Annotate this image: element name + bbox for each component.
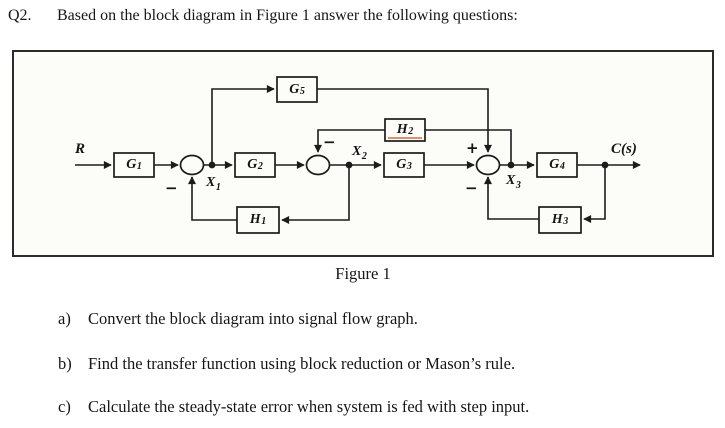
output-to-h3-feedback — [583, 165, 606, 223]
block-g1-box — [113, 152, 155, 178]
node-output-dot — [601, 161, 609, 169]
node-x2-label: X2 — [352, 144, 367, 162]
output-signal-label: C(s) — [611, 141, 637, 157]
x3-to-h2-feedback — [425, 129, 512, 165]
junction3-minus-sign: − — [465, 179, 478, 197]
sub-question-a: a) Convert the block diagram into signal… — [58, 309, 418, 329]
junction3-plus-sign: + — [466, 139, 479, 157]
question-intro-text: Based on the block diagram in Figure 1 a… — [57, 7, 518, 24]
junction1-minus-sign: − — [165, 179, 178, 197]
summing-junction-2 — [305, 154, 331, 176]
block-h2-box — [384, 118, 426, 142]
node-x2-dot — [345, 161, 353, 169]
figure-caption: Figure 1 — [335, 264, 391, 283]
block-g4-box — [536, 152, 578, 178]
sub-question-b-label: b) — [58, 354, 72, 373]
question-number: Q2. — [8, 7, 32, 24]
h3-to-junction3-feedback — [484, 176, 539, 220]
node-x1-dot — [208, 161, 216, 169]
signal-lines — [75, 85, 641, 224]
node-x1-label: X1 — [206, 175, 221, 193]
block-g5-box — [276, 76, 318, 103]
sub-question-a-label: a) — [58, 309, 71, 328]
summing-junction-3 — [475, 154, 501, 176]
node-x3-label: X3 — [506, 173, 521, 191]
block-diagram-svg — [75, 76, 641, 234]
sub-question-a-text: Convert the block diagram into signal fl… — [88, 309, 418, 328]
input-signal-label: R — [75, 141, 86, 157]
h1-to-junction1-feedback — [188, 176, 237, 221]
summing-junction-1 — [179, 154, 205, 176]
block-g2-box — [234, 152, 276, 178]
block-h3-box — [538, 206, 582, 234]
x2-to-h1-feedback — [281, 165, 350, 224]
block-g3-box — [383, 152, 425, 178]
sub-question-b: b) Find the transfer function using bloc… — [58, 354, 515, 374]
sub-question-c-label: c) — [58, 397, 71, 416]
sub-question-c: c) Calculate the steady-state error when… — [58, 397, 529, 417]
node-x3-dot — [507, 161, 515, 169]
junction2-minus-sign: − — [323, 133, 336, 151]
g5-to-junction3-branch — [317, 88, 492, 153]
sub-question-b-text: Find the transfer function using block r… — [88, 354, 516, 373]
block-h1-box — [236, 206, 280, 234]
x1-to-g5-branch — [211, 85, 275, 165]
h2-to-junction2-feedback — [314, 129, 385, 153]
sub-question-c-text: Calculate the steady-state error when sy… — [88, 397, 530, 416]
